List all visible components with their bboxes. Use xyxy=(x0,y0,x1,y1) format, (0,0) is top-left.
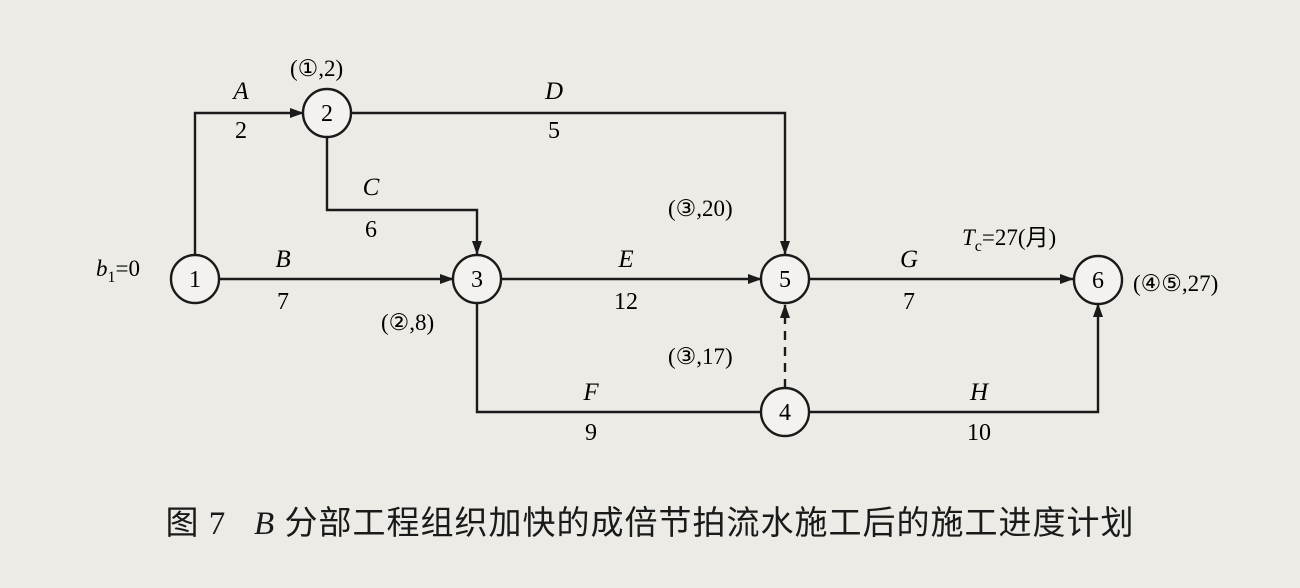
node-4: 4 xyxy=(759,386,811,438)
edge-a xyxy=(193,108,304,255)
activity-a-name: A xyxy=(231,78,249,105)
tc-symbol: T xyxy=(962,225,977,250)
node-4-label: 4 xyxy=(779,400,791,426)
node-2-annotation: (①,2) xyxy=(290,56,343,81)
activity-f-duration: 9 xyxy=(585,420,597,446)
node-3-label: 3 xyxy=(471,267,483,293)
node-5-annotation: (③,20) xyxy=(668,196,733,221)
node-5-label: 5 xyxy=(779,267,791,293)
b-symbol: b xyxy=(96,256,108,281)
caption-text: 分部工程组织加快的成倍节拍流水施工后的施工进度计划 xyxy=(284,506,1135,542)
node-5: 5 xyxy=(759,253,811,305)
figure-caption: 图 7 B 分部工程组织加快的成倍节拍流水施工后的施工进度计划 xyxy=(0,496,1300,544)
total-duration-annotation: Tc=27(月) xyxy=(962,225,1056,255)
node-1: 1 xyxy=(169,253,221,305)
figure-number: 图 7 xyxy=(165,506,227,542)
activity-b-name: B xyxy=(275,246,290,273)
caption-italic: B xyxy=(254,506,276,542)
activity-e-name: E xyxy=(617,246,633,273)
activity-c-duration: 6 xyxy=(365,217,377,243)
activity-a-duration: 2 xyxy=(235,118,247,144)
activity-h-duration: 10 xyxy=(967,420,991,446)
edge-h xyxy=(809,303,1103,414)
activity-c-name: C xyxy=(363,174,380,201)
edge-d xyxy=(350,111,790,255)
node-1-annotation: b1=0 xyxy=(96,256,140,286)
tc-value: =27(月) xyxy=(982,225,1056,250)
activity-f-name: F xyxy=(582,379,599,406)
node-6-label: 6 xyxy=(1092,268,1104,294)
activity-g-duration: 7 xyxy=(903,289,915,315)
node-2-label: 2 xyxy=(321,101,333,127)
activity-d-name: D xyxy=(544,78,563,105)
b-subscript: 1 xyxy=(108,269,116,286)
activity-e-duration: 12 xyxy=(614,289,638,315)
activity-h-name: H xyxy=(969,379,990,406)
b-value: =0 xyxy=(116,256,140,281)
tc-subscript: c xyxy=(975,238,982,255)
edge-c xyxy=(325,137,482,255)
node-1-label: 1 xyxy=(189,267,201,293)
network-diagram: 1 2 3 4 5 6 A D C B E G F H 2 5 6 7 12 7… xyxy=(96,56,1218,446)
node-4-annotation: (③,17) xyxy=(668,344,733,369)
node-3: 3 xyxy=(451,253,503,305)
node-2: 2 xyxy=(301,87,353,139)
edge-f xyxy=(475,303,761,414)
node-6-annotation: (④⑤,27) xyxy=(1133,271,1218,296)
node-6: 6 xyxy=(1072,254,1124,306)
activity-g-name: G xyxy=(900,246,918,273)
node-3-annotation: (②,8) xyxy=(381,310,434,335)
activity-d-duration: 5 xyxy=(548,118,560,144)
activity-b-duration: 7 xyxy=(277,289,289,315)
